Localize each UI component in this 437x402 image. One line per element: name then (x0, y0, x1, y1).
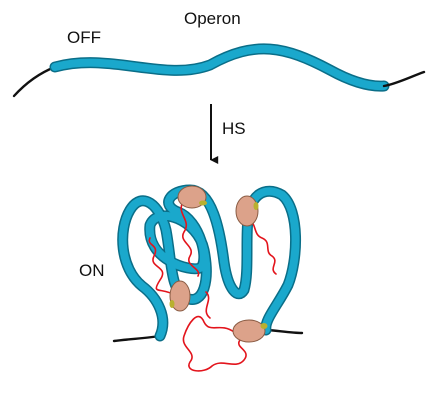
nascent-transcript (180, 201, 200, 277)
off-operon (12, 43, 426, 98)
rna-polymerase (232, 319, 268, 343)
on-operon (112, 184, 304, 372)
rna-polymerase (235, 195, 259, 227)
nascent-transcript (182, 315, 247, 372)
off-left-flank-dna (12, 65, 57, 98)
rna-polymerase (169, 280, 191, 312)
nascent-transcript (245, 217, 277, 275)
off-label: OFF (67, 28, 101, 47)
on-left-flank-dna (112, 334, 162, 343)
off-operon-fiber-outline (49, 43, 390, 92)
heat-shock-label: HS (222, 119, 246, 138)
operon-label: Operon (184, 9, 241, 28)
on-right-flank-dna (266, 328, 304, 335)
on-label: ON (79, 261, 105, 280)
nascent-transcript (205, 291, 211, 319)
off-right-flank-dna (382, 70, 426, 88)
off-operon-fiber (51, 44, 388, 91)
nascent-transcript (148, 237, 177, 297)
rna-polymerase (177, 185, 207, 209)
on-operon-fiber (118, 186, 300, 340)
